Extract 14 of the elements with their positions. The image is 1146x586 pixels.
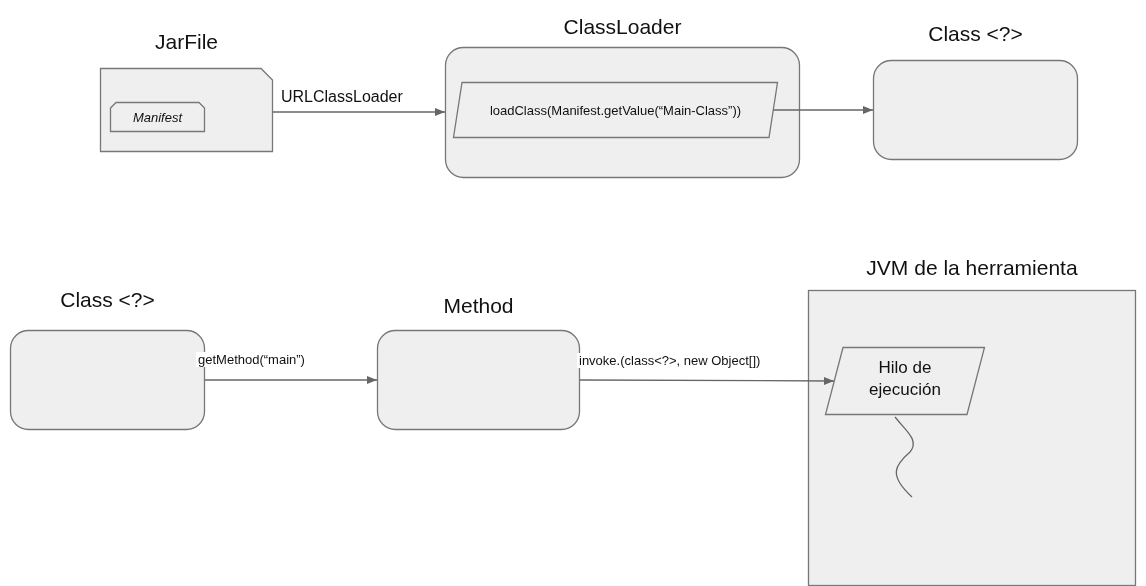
node-label: Manifest	[132, 109, 183, 125]
arrow	[272, 107, 446, 117]
node-heading: JarFile	[155, 30, 218, 54]
arrow	[204, 375, 378, 385]
node-heading: JVM de la herramienta	[866, 256, 1078, 280]
node-heading: Class <?>	[60, 288, 155, 312]
node-label: Hilo de ejecución	[868, 356, 942, 401]
node-heading: Class <?>	[928, 22, 1023, 46]
edge-label: getMethod(“main”)	[196, 352, 307, 367]
arrow	[579, 376, 835, 386]
node-heading: Method	[443, 294, 514, 318]
node-label: loadClass(Manifest.getValue(“Main-Class”))	[489, 102, 742, 118]
node-heading: ClassLoader	[563, 15, 682, 39]
edge-label: invoke.(class<?>, new Object[])	[577, 352, 763, 368]
